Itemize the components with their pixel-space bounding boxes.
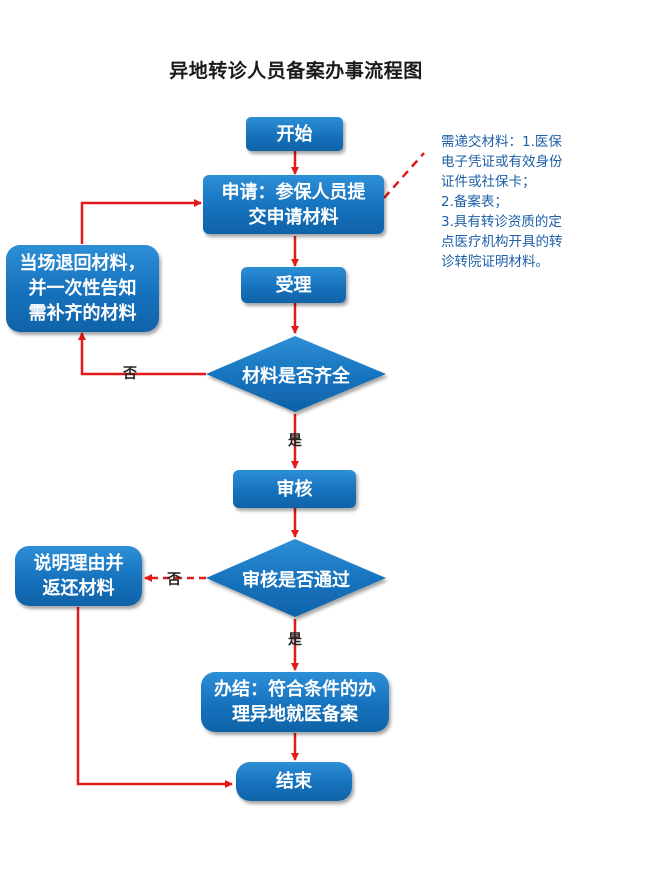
page-title: 异地转诊人员备案办事流程图 [169,60,423,82]
flow-arrows [76,151,425,788]
arrow-check-no-to-return [78,332,206,376]
end-node: 结束 [236,762,352,801]
conclude-node-label: 办结：符合条件的办 理异地就医备案 [214,679,376,725]
return-materials-label: 当场退回材料， 并一次性告知 需补齐的材料 [19,253,146,324]
review-pass-label: 审核是否通过 [242,570,350,591]
materials-check-label: 材料是否齐全 [242,366,350,387]
note-line-1: 需递交材料：1.医保 电子凭证或有效身份 证件或社保卡； [441,134,563,190]
start-node-label: 开始 [276,123,313,145]
note-connector [383,152,425,199]
arrow-explain-to-end [76,607,233,788]
end-node-label: 结束 [276,771,312,792]
apply-node: 申请：参保人员提 交申请材料 [203,175,384,234]
decision-diamond-review [206,539,386,617]
yes-label-materials: 是 [288,433,302,449]
conclude-node: 办结：符合条件的办 理异地就医备案 [201,672,389,732]
no-label-review: 否 [167,572,181,588]
arrow-return-to-apply [80,199,202,244]
accept-node: 受理 [241,267,346,303]
apply-node-label: 申请：参保人员提 交申请材料 [221,181,366,228]
note-line-3: 3.具有转诊资质的定 点医疗机构开具的转 诊转院证明材料。 [441,214,563,270]
decision-diamond-materials [206,336,386,412]
return-materials-node: 当场退回材料， 并一次性告知 需补齐的材料 [6,245,159,332]
review-node: 审核 [233,470,356,508]
no-label-materials: 否 [123,366,137,382]
explain-node-label: 说明理由并 返还材料 [33,553,124,599]
accept-node-label: 受理 [275,274,312,296]
start-node: 开始 [246,117,343,151]
note-line-2: 2.备案表； [441,194,508,210]
review-node-label: 审核 [276,478,313,500]
explain-node: 说明理由并 返还材料 [15,546,142,606]
materials-note: 需递交材料：1.医保 电子凭证或有效身份 证件或社保卡； 2.备案表； 3.具有… [441,132,609,272]
yes-label-review: 是 [288,632,302,648]
